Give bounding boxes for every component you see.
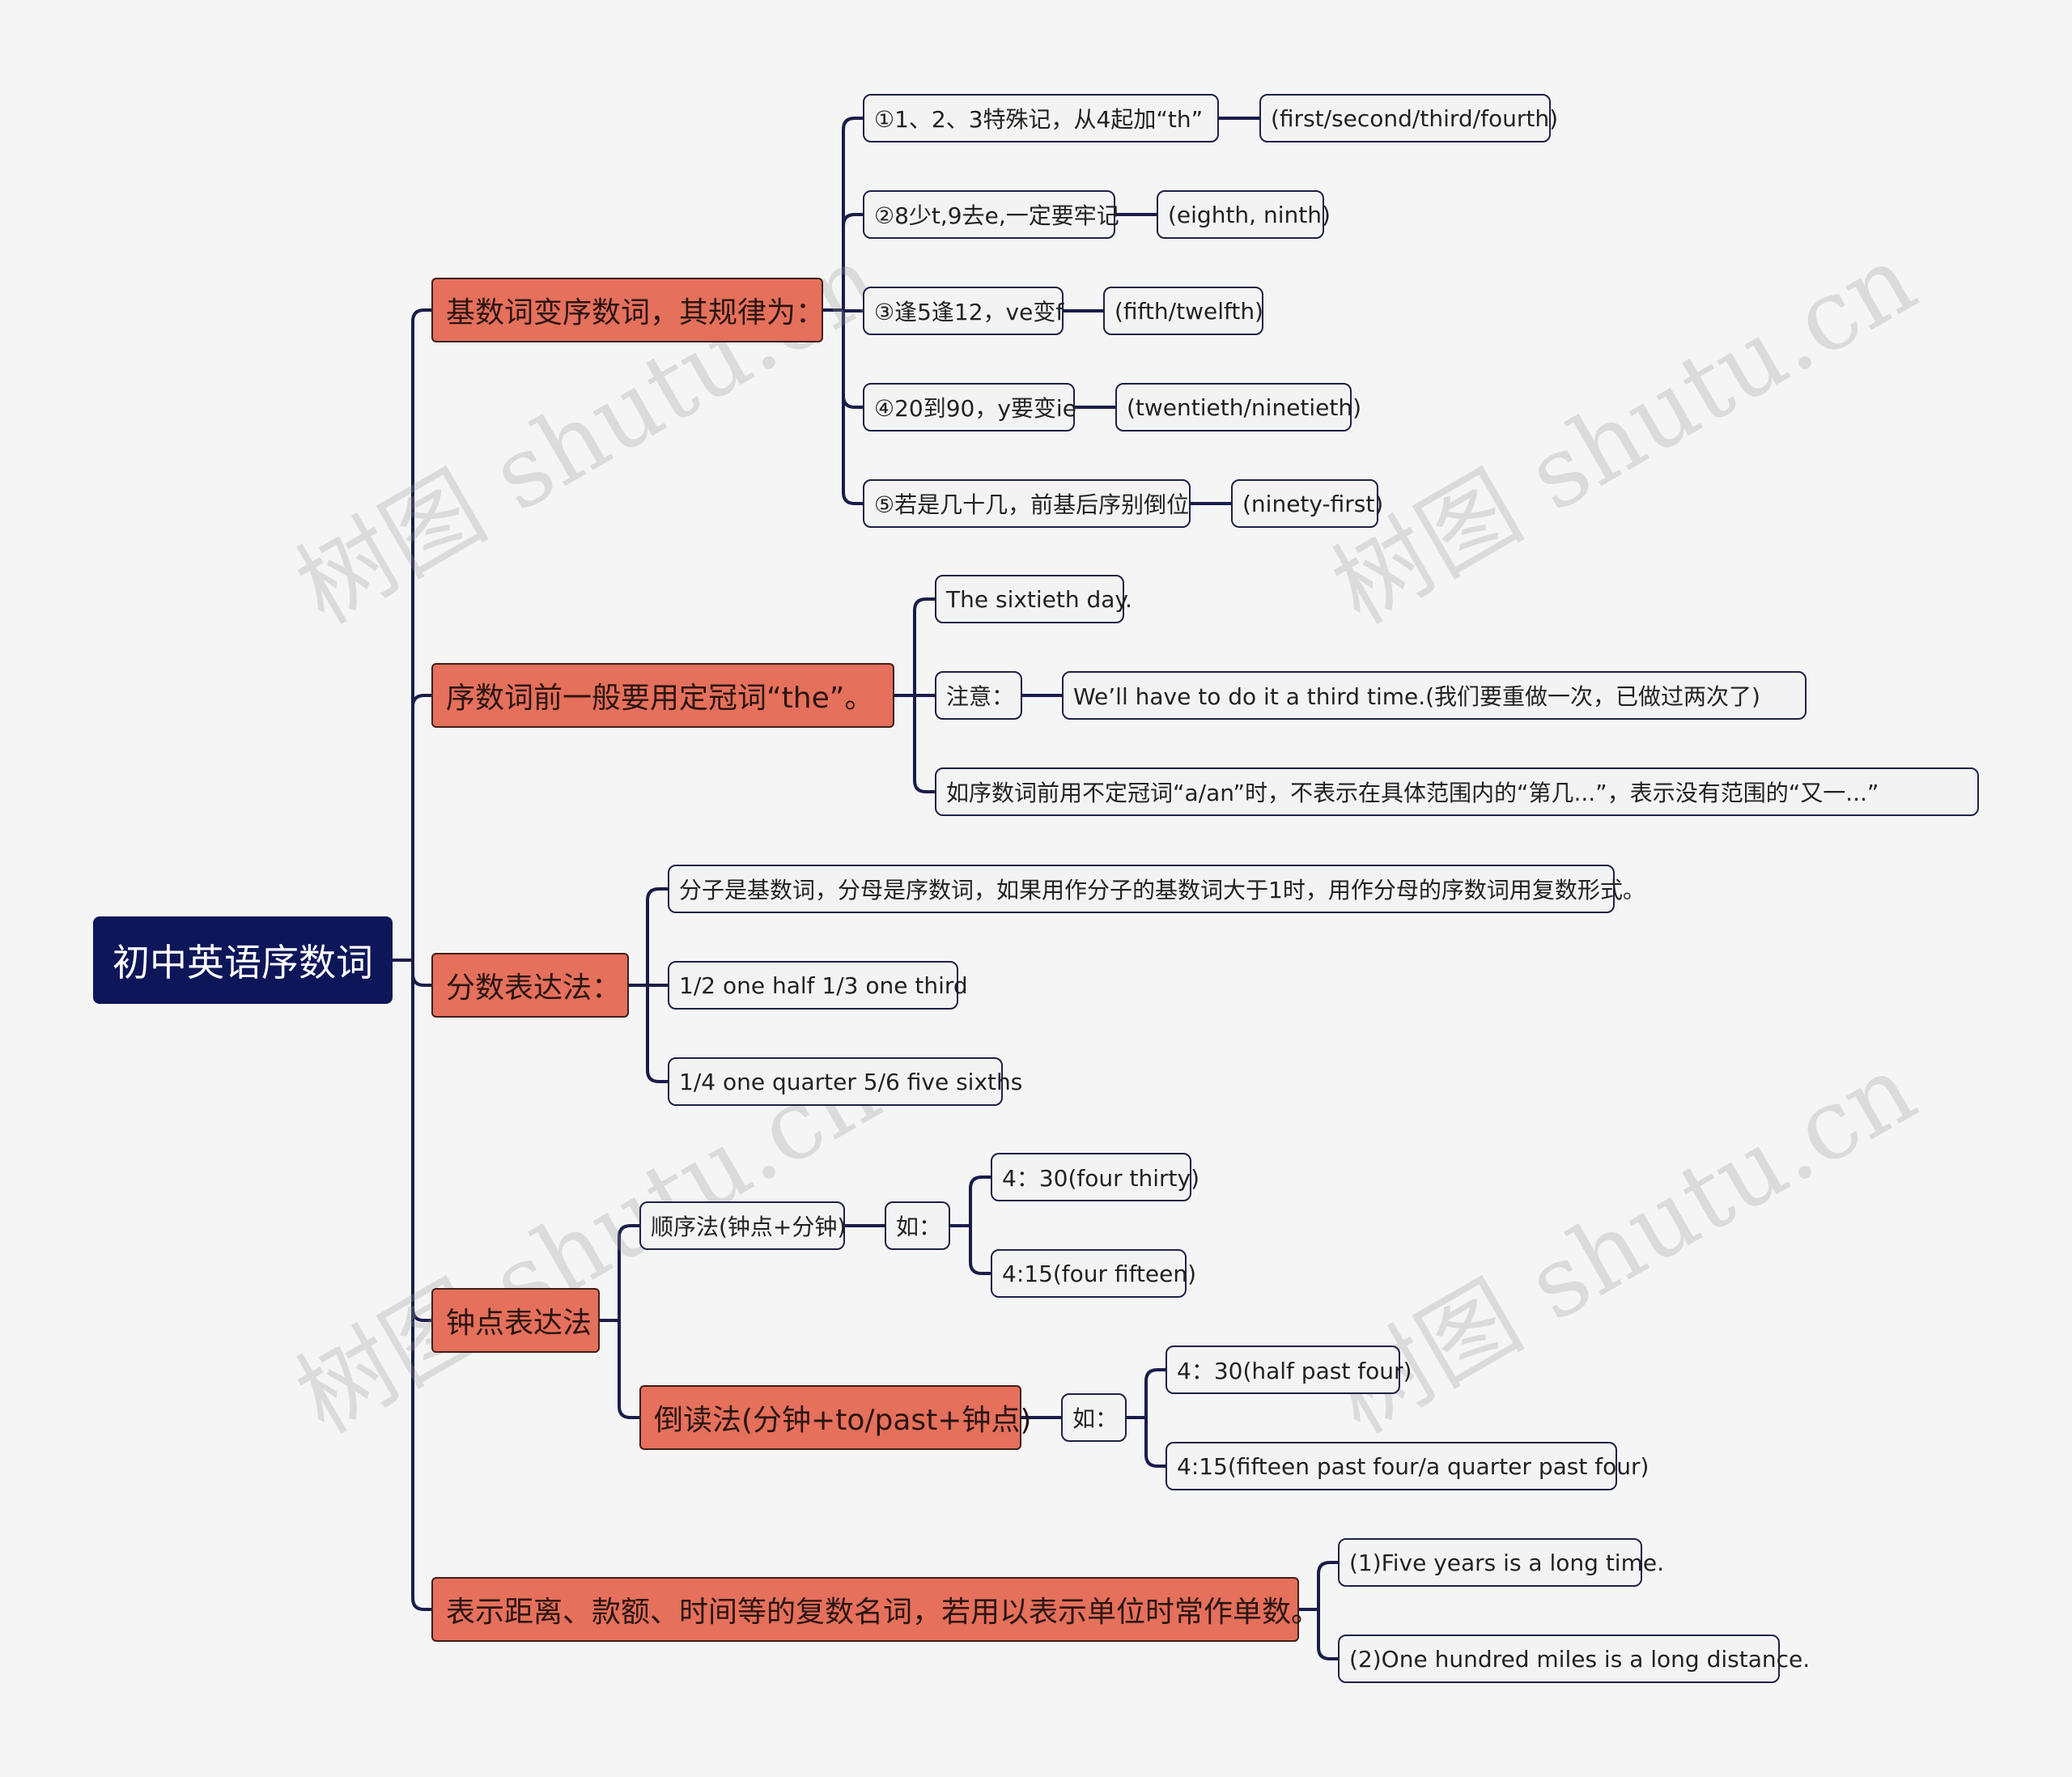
clock-reverse-method[interactable]: 倒读法(分钟+to/past+钟点) — [639, 1385, 1031, 1450]
fraction-rule[interactable]: 分子是基数词，分母是序数词，如果用作分子的基数词大于1时，用作分母的序数词用复数… — [668, 865, 1645, 913]
root-node[interactable]: 初中英语序数词 — [93, 916, 393, 1004]
clock-reverse-eg[interactable]: 如： — [1061, 1393, 1127, 1442]
article-indefinite-note[interactable]: 如序数词前用不定冠词“a/an”时，不表示在具体范围内的“第几...”，表示没有… — [935, 767, 1979, 816]
rule-2-example[interactable]: (eighth, ninth) — [1157, 190, 1331, 239]
rule-1[interactable]: ①1、2、3特殊记，从4起加“th” — [863, 94, 1219, 142]
article-note-example[interactable]: We’ll have to do it a third time.(我们要重做一… — [1062, 671, 1807, 720]
rule-4[interactable]: ④20到90，y要变ie — [863, 383, 1076, 431]
rule-1-example[interactable]: (first/second/third/fourth) — [1259, 94, 1558, 142]
clock-forward-method[interactable]: 顺序法(钟点+分钟) — [639, 1201, 846, 1250]
clock-forward-example-1[interactable]: 4：30(four thirty) — [991, 1153, 1199, 1201]
article-example[interactable]: The sixtieth day. — [935, 575, 1132, 623]
article-note[interactable]: 注意： — [935, 671, 1022, 720]
branch-cardinal-to-ordinal[interactable]: 基数词变序数词，其规律为： — [431, 278, 825, 342]
rule-2[interactable]: ②8少t,9去e,一定要牢记 — [863, 190, 1119, 239]
rule-3-example[interactable]: (fifth/twelfth) — [1103, 287, 1263, 335]
clock-forward-example-2[interactable]: 4:15(four fifteen) — [991, 1249, 1196, 1298]
rule-3[interactable]: ③逢5逢12，ve变f — [863, 287, 1064, 335]
clock-reverse-example-2[interactable]: 4:15(fifteen past four/a quarter past fo… — [1166, 1442, 1649, 1490]
branch-clock-time[interactable]: 钟点表达法 — [431, 1288, 600, 1353]
plural-example-2[interactable]: (2)One hundred miles is a long distance. — [1338, 1635, 1810, 1683]
branch-fractions[interactable]: 分数表达法： — [431, 953, 629, 1018]
branch-plural-as-singular[interactable]: 表示距离、款额、时间等的复数名词，若用以表示单位时常作单数。 — [431, 1577, 1320, 1642]
fraction-example-1[interactable]: 1/2 one half 1/3 one third — [668, 961, 968, 1010]
branch-definite-article[interactable]: 序数词前一般要用定冠词“the”。 — [431, 663, 894, 728]
rule-4-example[interactable]: (twentieth/ninetieth) — [1115, 383, 1361, 431]
rule-5-example[interactable]: (ninety-first) — [1231, 479, 1383, 528]
fraction-example-2[interactable]: 1/4 one quarter 5/6 five sixths — [668, 1057, 1022, 1106]
plural-example-1[interactable]: (1)Five years is a long time. — [1338, 1538, 1664, 1587]
clock-reverse-example-1[interactable]: 4：30(half past four) — [1166, 1346, 1412, 1394]
rule-5[interactable]: ⑤若是几十几，前基后序别倒位 — [863, 479, 1191, 528]
clock-forward-eg[interactable]: 如： — [885, 1201, 950, 1250]
